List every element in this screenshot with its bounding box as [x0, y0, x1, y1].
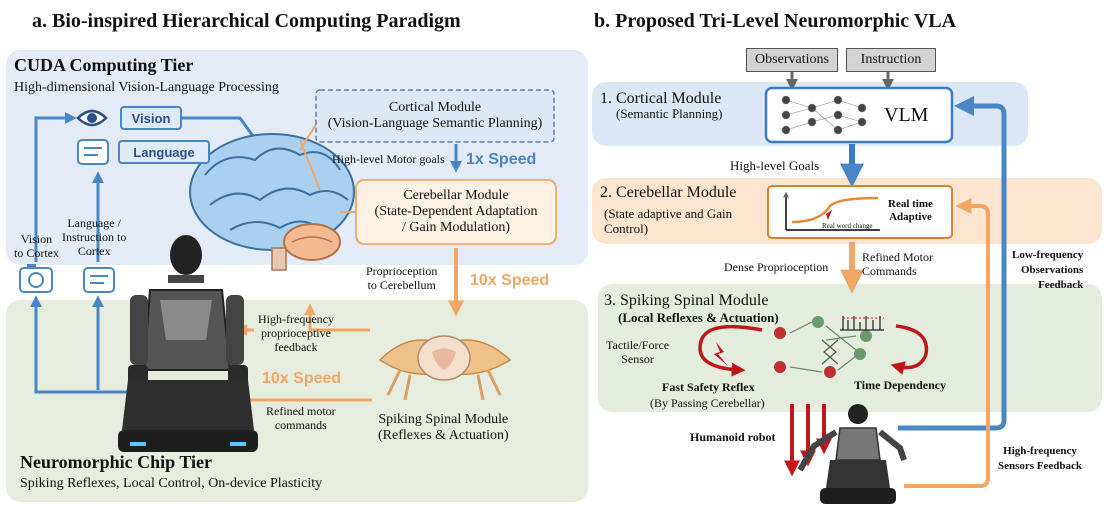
real-world-change-label: Real word change [822, 222, 873, 230]
panel-a-heading: a. Bio-inspired Hierarchical Computing P… [32, 10, 461, 32]
bypassing-cerebellar-label: (By Passing Cerebellar) [650, 396, 765, 410]
neuromorphic-tier-subtitle: Spiking Reflexes, Local Control, On-devi… [20, 476, 323, 491]
spinal-band [598, 284, 1102, 412]
humanoid-robot-label: Humanoid robot [690, 430, 776, 444]
spiking-neurons-icon [774, 316, 884, 378]
refined-motor-commands-label: Refined motor commands [266, 404, 336, 432]
fast-safety-reflex-label: Fast Safety Reflex [662, 380, 755, 394]
proprioception-to-cerebellum-label: Proprioception to Cerebellum [366, 264, 438, 292]
cuda-tier-title: CUDA Computing Tier [14, 55, 194, 75]
spinal-module-subtitle: (Local Reflexes & Actuation) [618, 310, 779, 325]
vision-button: Vision [120, 106, 182, 130]
spinal-module-label: Spiking Spinal Module (Reflexes & Actuat… [378, 412, 509, 443]
real-time-adaptive-label: Real time Adaptive [888, 198, 933, 223]
spinal-cord-illustration [378, 335, 512, 401]
cortical-module-label: Cortical Module (Vision-Language Semanti… [327, 100, 543, 131]
cuda-tier-subtitle: High-dimensional Vision-Language Process… [14, 80, 279, 95]
instruction-bubble-icon [83, 267, 115, 293]
speed-10x-left-label: 10x Speed [262, 370, 342, 387]
high-level-motor-goals-label: High-level Motor goals [332, 152, 445, 166]
vision-to-cortex-label: Vision to Cortex [14, 232, 59, 260]
high-level-goals-label: High-level Goals [730, 158, 820, 173]
neuromorphic-tier-title: Neuromorphic Chip Tier [20, 452, 213, 472]
tactile-sensor-label: Tactile/Force Sensor [606, 338, 670, 366]
instruction-box: Instruction [846, 48, 936, 72]
panel-b-heading: b. Proposed Tri-Level Neuromorphic VLA [594, 10, 957, 32]
vlm-label: VLM [884, 104, 929, 126]
language-button: Language [118, 140, 210, 164]
cerebellar-module-label: Cerebellar Module (State-Dependent Adapt… [374, 188, 538, 235]
time-dependency-label: Time Dependency [854, 378, 947, 392]
cerebellar-module-subtitle: (State adaptive and Gain Control) [604, 206, 733, 236]
eye-icon [76, 109, 108, 127]
neural-network-icon [781, 95, 867, 135]
low-frequency-feedback-label: Low-frequency Observations Feedback [1012, 249, 1084, 291]
high-frequency-feedback-label: High-frequency proprioceptive feedback [258, 312, 334, 354]
camera-icon [19, 264, 53, 293]
speed-10x-right-label: 10x Speed [470, 272, 550, 289]
high-frequency-sensors-feedback-label: High-frequency Sensors Feedback [998, 445, 1083, 472]
cortical-module-title: 1. Cortical Module [600, 90, 722, 107]
cortical-module-subtitle: (Semantic Planning) [616, 106, 723, 121]
robot-illustration-b [797, 404, 907, 504]
robot-illustration-a [118, 235, 258, 452]
refined-motor-commands-label-b: Refined Motor Commands [862, 250, 933, 278]
chat-bubble-icon [77, 139, 109, 165]
speed-1x-label: 1x Speed [466, 151, 537, 168]
adaptation-graph-icon [783, 191, 880, 231]
language-to-cortex-label: Language / Instruction to Cortex [62, 216, 127, 258]
brain-illustration [189, 133, 355, 271]
observations-box: Observations [746, 48, 838, 72]
cerebellar-module-title: 2. Cerebellar Module [600, 184, 737, 201]
dense-proprioception-label: Dense Proprioception [724, 260, 829, 274]
spinal-module-title: 3. Spiking Spinal Module [604, 292, 769, 309]
